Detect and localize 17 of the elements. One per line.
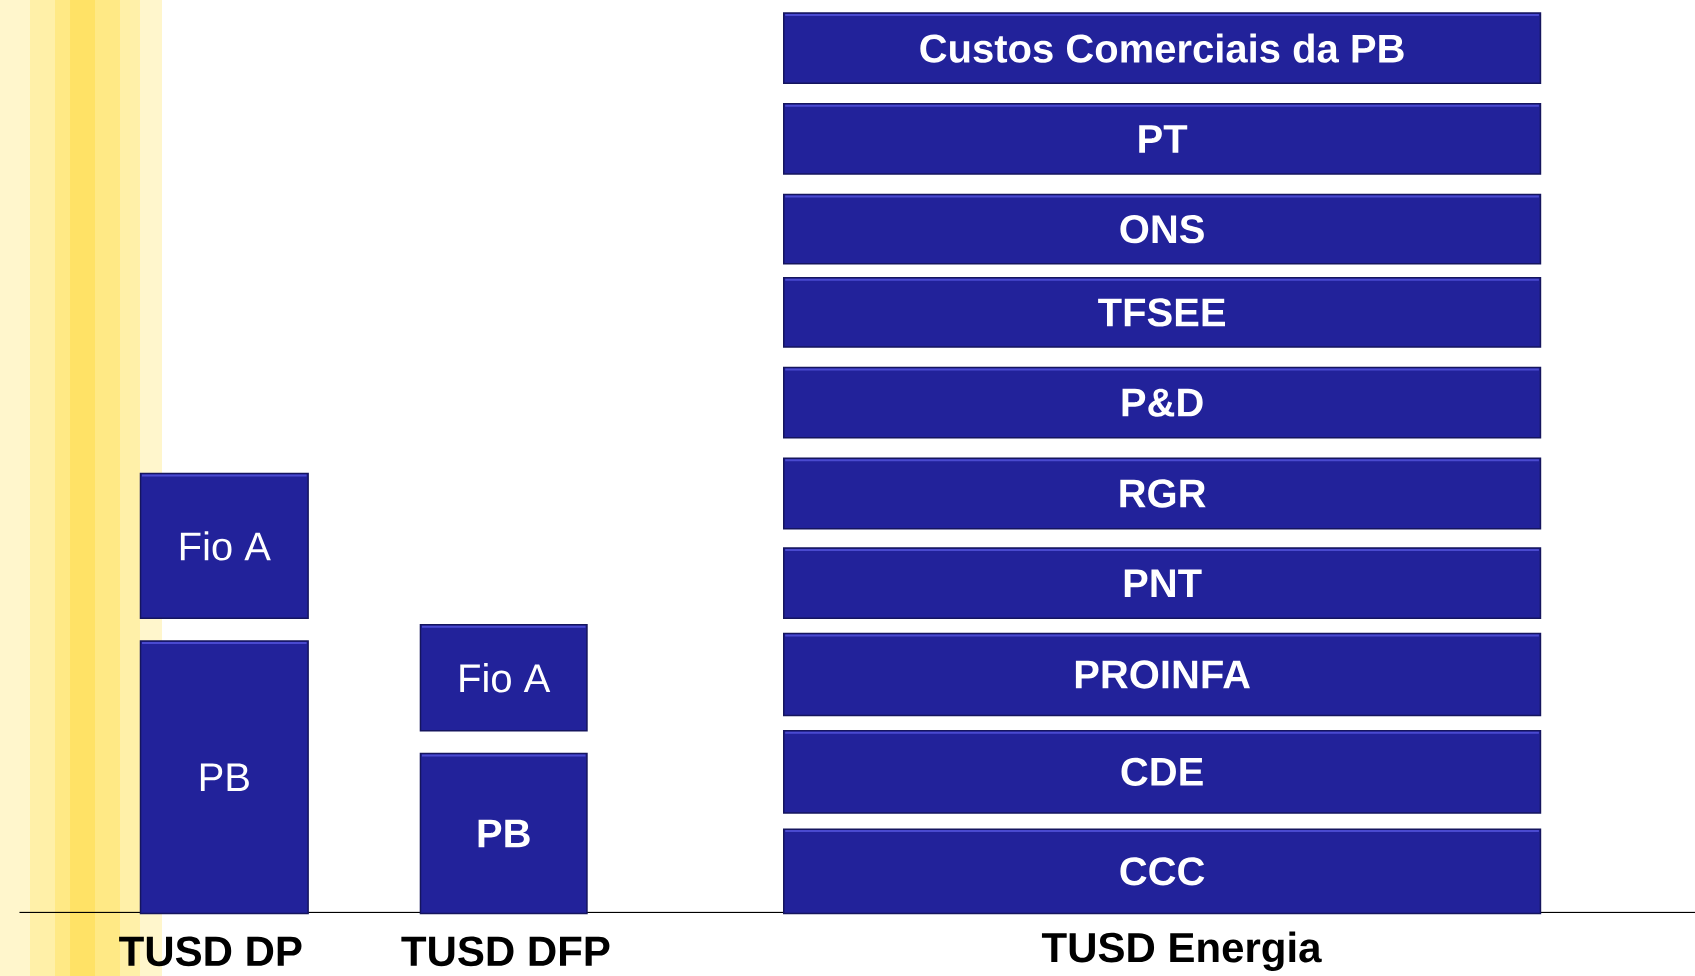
bar-segment: PNT bbox=[783, 547, 1542, 620]
bar-segment: PROINFA bbox=[783, 632, 1542, 717]
bar-segment: Fio A bbox=[139, 472, 309, 620]
bar-segment: PT bbox=[783, 103, 1542, 175]
bar-segment: TFSEE bbox=[783, 277, 1542, 348]
bar-segment: Fio A bbox=[419, 624, 588, 732]
bar-segment: PB bbox=[419, 752, 588, 915]
bar-segment: Custos Comerciais da PB bbox=[783, 12, 1542, 84]
bar-segment: PB bbox=[139, 640, 309, 915]
axis-label: TUSD DP bbox=[119, 936, 302, 967]
bar-segment: CDE bbox=[783, 729, 1542, 814]
bar-segment: CCC bbox=[783, 828, 1542, 915]
axis-label: TUSD DFP bbox=[401, 936, 610, 967]
bar-segment: ONS bbox=[783, 193, 1542, 265]
bar-segment: RGR bbox=[783, 457, 1542, 530]
axis-label: TUSD Energia bbox=[1041, 931, 1322, 971]
bar-segment: P&D bbox=[783, 366, 1542, 439]
